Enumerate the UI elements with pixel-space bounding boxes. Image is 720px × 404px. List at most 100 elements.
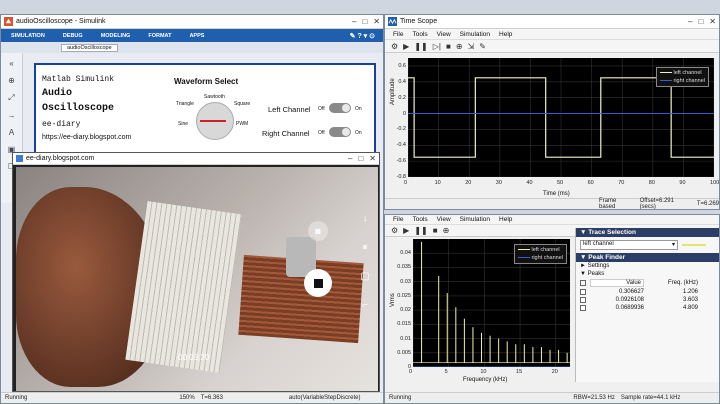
y-tick-label: 0.6 [398, 62, 406, 69]
ribbon-controls[interactable]: ✎ ? ▾ ⊙ [349, 32, 375, 40]
scope-minimize-icon[interactable]: – [688, 17, 693, 26]
annotation-icon[interactable]: A [8, 128, 15, 137]
spec-status-state: Running [389, 395, 412, 401]
scope-app-icon [388, 17, 397, 26]
x-tick-label: 10 [480, 369, 487, 375]
fullscreen-icon[interactable]: ▢ [360, 271, 370, 282]
spec-stop-icon[interactable]: ■ [432, 226, 438, 235]
spec-legend-left-label: left channel [531, 247, 560, 253]
peak-checkbox[interactable] [580, 297, 586, 303]
y-tick-label: 0.02 [400, 307, 411, 314]
minimize-icon[interactable]: – [352, 17, 357, 26]
ts-status-offset: Offset=6.291 (secs) [639, 198, 674, 210]
spec-menu-view[interactable]: View [436, 216, 451, 223]
menu-file[interactable]: File [393, 30, 404, 38]
step-icon[interactable]: ▷| [432, 41, 441, 51]
measure-icon[interactable]: ✎ [479, 41, 486, 51]
peak-checkbox[interactable] [580, 305, 586, 311]
peaks-row-1: 0.306627 1.206 [576, 288, 719, 296]
spec-menu-file[interactable]: File [393, 216, 404, 223]
scope-maximize-icon[interactable]: □ [698, 17, 704, 26]
simulink-window-title: audioOscilloscope - Simulink [16, 18, 106, 25]
zoom-icon[interactable]: ⊕ [8, 76, 15, 85]
trace-color-swatch [682, 244, 706, 246]
spectrum-xlabel: Frequency (kHz) [463, 377, 508, 383]
right-channel-switch[interactable] [329, 127, 351, 137]
panel-line3: Oscilloscope [42, 103, 115, 114]
exit-icon[interactable]: ⌐ [362, 300, 368, 311]
menu-simulation[interactable]: Simulation [459, 30, 491, 38]
dropdown-arrow-icon: ▾ [671, 242, 675, 248]
spec-pause-icon[interactable]: ❚❚ [414, 226, 428, 235]
ribbon-tab-format[interactable]: FORMAT [148, 32, 172, 39]
menu-tools[interactable]: Tools [412, 30, 428, 38]
panel-link[interactable]: https://ee-diary.blogspot.com [42, 134, 132, 141]
ribbon-tab-modeling[interactable]: MODELING [100, 32, 131, 39]
spec-run-icon[interactable]: ▶ [403, 226, 410, 235]
checkbox-icon[interactable]: ☐ [8, 162, 15, 171]
settings-icon[interactable]: ⚙ [391, 41, 399, 51]
run-icon[interactable]: ▶ [403, 41, 410, 51]
pause-sim-icon[interactable]: ❚❚ [414, 41, 428, 51]
trace-select-dropdown[interactable]: left channel▾ [580, 240, 678, 250]
y-tick-label: 0.2 [398, 94, 406, 101]
y-tick-label: 0 [407, 364, 411, 370]
time-scope-window: Time Scope –□✕ File Tools View Simulatio… [384, 14, 720, 210]
ribbon-tab-simulation[interactable]: SIMULATION [11, 32, 45, 39]
spec-menu-tools[interactable]: Tools [412, 216, 428, 223]
video-close-icon[interactable]: ✕ [369, 154, 376, 163]
hide-browser-icon[interactable]: « [9, 59, 14, 68]
pause-icon[interactable]: ⏸ [362, 242, 368, 253]
label-square: Square [234, 101, 251, 107]
ts-status-time: T=6.269 [696, 201, 719, 207]
camera-icon[interactable]: ◙ [308, 221, 328, 241]
peak-checkbox[interactable] [580, 289, 586, 295]
video-frame[interactable]: ◙ ↓ ⏸ ▢ ⌐ 00:03:20 [16, 167, 378, 391]
trace-select-row: left channel▾ [576, 237, 719, 253]
menu-view[interactable]: View [436, 30, 451, 38]
peaks-row[interactable]: ▼ Peaks [580, 271, 605, 277]
arrow-icon[interactable]: → [7, 111, 16, 120]
maximize-icon[interactable]: □ [362, 17, 368, 26]
fit-view-icon[interactable]: ⤢ [8, 93, 15, 102]
close-icon[interactable]: ✕ [373, 17, 380, 26]
x-tick-label: 10 [434, 180, 441, 186]
trace-selection-header[interactable]: ▼ Trace Selection [576, 228, 719, 237]
settings-row[interactable]: ► Settings [580, 263, 610, 269]
peaks-select-all-checkbox[interactable] [580, 280, 586, 286]
spectrum-plot[interactable]: left channel right channel [413, 239, 570, 367]
label-sine: Sine [178, 121, 189, 127]
spectrum-svg [413, 239, 570, 367]
model-tab[interactable]: audioOscilloscope [61, 43, 118, 52]
x-tick-label: 20 [465, 180, 472, 186]
spec-settings-icon[interactable]: ⚙ [391, 226, 399, 235]
stop-record-button[interactable] [304, 269, 332, 297]
video-maximize-icon[interactable]: □ [358, 154, 364, 163]
scope-close-icon[interactable]: ✕ [709, 17, 716, 26]
video-timestamp: 00:03:20 [178, 353, 210, 362]
ribbon-tab-debug[interactable]: DEBUG [62, 32, 83, 39]
video-minimize-icon[interactable]: – [348, 154, 353, 163]
peak-finder-header[interactable]: ▼ Peak Finder [576, 253, 719, 262]
image-icon[interactable]: ▣ [7, 145, 16, 154]
col-value-header[interactable]: Value [590, 279, 644, 287]
x-tick-label: 90 [679, 180, 686, 186]
x-tick-label: 50 [557, 180, 564, 186]
knob-pointer [200, 120, 226, 122]
spec-zoom-icon[interactable]: ⊕ [442, 226, 450, 235]
download-icon[interactable]: ↓ [362, 213, 368, 224]
x-tick-label: 60 [587, 180, 594, 186]
spec-menu-simulation[interactable]: Simulation [459, 216, 491, 223]
zoom-in-icon[interactable]: ⊕ [455, 41, 463, 51]
simulink-status-state: Running [5, 395, 28, 401]
time-scope-plot[interactable]: left channel right channel [408, 58, 714, 177]
stop-icon[interactable]: ■ [445, 41, 451, 51]
left-on-label: On [355, 106, 362, 112]
simulink-status-time: T=6.363 [200, 395, 223, 401]
ribbon-tab-apps[interactable]: APPS [189, 32, 205, 39]
cursor-icon[interactable]: ⇲ [467, 41, 475, 51]
left-channel-switch[interactable] [329, 103, 351, 113]
spec-menu-help[interactable]: Help [499, 216, 513, 223]
col-freq-header[interactable]: Freq. (kHz) [668, 280, 698, 286]
menu-help[interactable]: Help [499, 30, 513, 38]
